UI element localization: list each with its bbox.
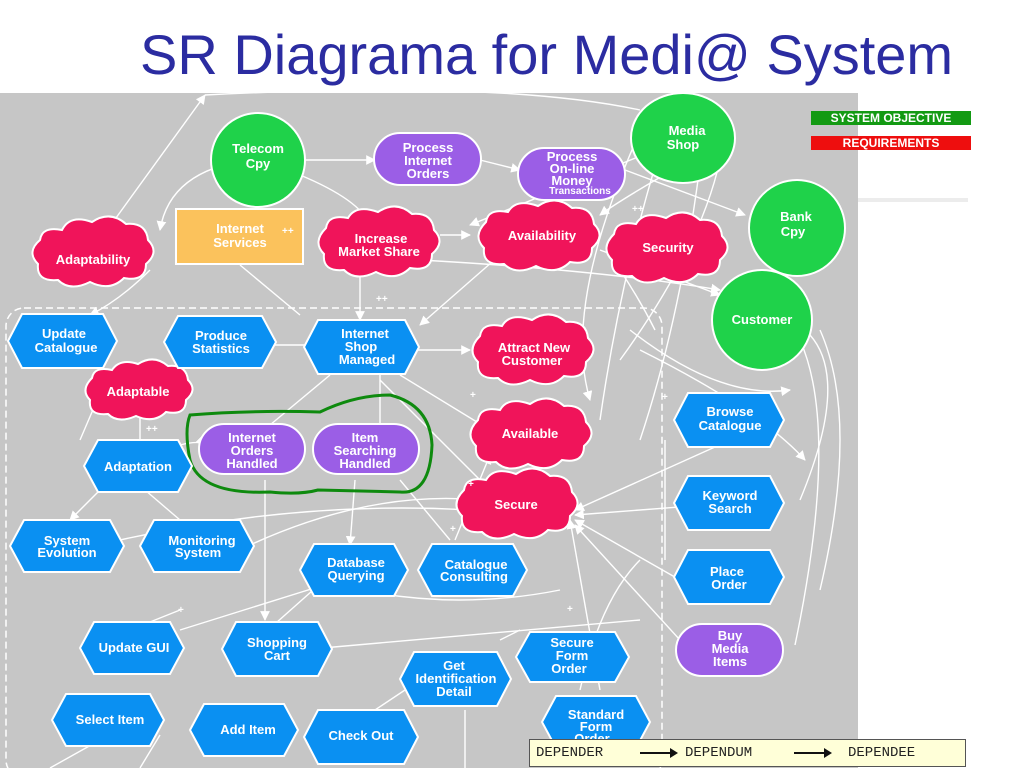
task-check-out-label: Check Out: [328, 728, 394, 743]
softgoal-adaptable: Adaptable: [84, 358, 194, 421]
task-update-gui-label: Update GUI: [99, 640, 170, 655]
task-update-gui: Update GUI: [78, 621, 186, 675]
contribution-label: +: [662, 392, 668, 403]
task-select-item-label: Select Item: [76, 712, 145, 727]
task-select-item: Select Item: [50, 693, 166, 747]
legend-system-objective: SYSTEM OBJECTIVE: [811, 111, 971, 125]
key-arrow-1: [640, 748, 678, 758]
softgoal-security-label: Security: [642, 240, 694, 255]
contribution-label: +: [567, 604, 573, 615]
task-adaptation: Adaptation: [82, 439, 194, 493]
contribution-label: ++: [632, 204, 644, 215]
contribution-label: +: [470, 390, 476, 401]
softgoal-available-label: Available: [502, 426, 559, 441]
contribution-labels: ++ ++ ++ ++ + + + + + +: [146, 204, 668, 616]
contribution-label: ++: [146, 424, 158, 435]
task-check-out: Check Out: [302, 709, 420, 765]
legend-requirements: REQUIREMENTS: [811, 136, 971, 150]
task-add-item: Add Item: [188, 703, 300, 757]
actor-customer-label: Customer: [732, 312, 793, 327]
highlight-outline: [185, 393, 434, 495]
key-arrow-2: [794, 748, 832, 758]
task-add-item-label: Add Item: [220, 722, 276, 737]
key-depender: DEPENDER: [536, 745, 604, 761]
softgoal-available: Available: [469, 397, 593, 470]
key-dependum: DEPENDUM: [685, 745, 753, 761]
softgoal-adaptability: Adaptability: [31, 215, 155, 288]
softgoal-secure: Secure: [455, 467, 579, 540]
contribution-label: ++: [282, 226, 294, 237]
dependency-key: DEPENDER DEPENDUM DEPENDEE: [529, 739, 966, 767]
contribution-label: +: [178, 605, 184, 616]
page-title: SR Diagrama for Medi@ System: [140, 23, 954, 86]
key-dependee: DEPENDEE: [848, 745, 916, 761]
contribution-label: +: [468, 479, 474, 490]
softgoal-adaptability-label: Adaptability: [56, 252, 131, 267]
task-adaptation-label: Adaptation: [104, 459, 172, 474]
panel-strip: [858, 198, 968, 202]
softgoal-adaptable-label: Adaptable: [107, 384, 170, 399]
contribution-label: ++: [376, 294, 388, 305]
softgoal-secure-label: Secure: [494, 497, 537, 512]
contribution-label: +: [450, 524, 456, 535]
actor-customer: Customer: [711, 269, 813, 371]
softgoal-availability: Availability: [477, 199, 601, 272]
actor-boundary: [5, 307, 663, 768]
softgoal-security: Security: [605, 211, 729, 284]
softgoal-availability-label: Availability: [508, 228, 577, 243]
